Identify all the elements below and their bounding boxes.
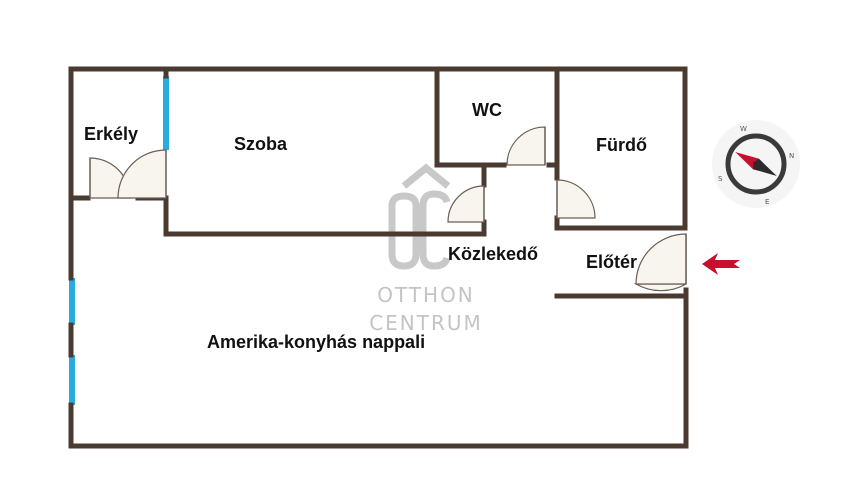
- door-balcony: [89, 149, 167, 199]
- walls: [68, 66, 689, 449]
- watermark-line1: OTTHON: [377, 283, 475, 307]
- door-bathroom: [556, 179, 596, 219]
- compass-n: N: [789, 152, 794, 160]
- door-entrance: [633, 233, 687, 292]
- room-label-furdo: Fürdő: [596, 135, 647, 155]
- watermark-line2: CENTRUM: [369, 311, 483, 335]
- compass-s: S: [718, 175, 723, 183]
- compass-e: E: [765, 198, 769, 206]
- room-label-wc: WC: [472, 100, 502, 120]
- doors: [89, 126, 687, 292]
- windows: [69, 76, 169, 405]
- compass-icon: N E S W: [712, 120, 800, 208]
- room-label-szoba: Szoba: [234, 134, 288, 154]
- door-wc: [506, 126, 546, 166]
- room-label-eloter: Előtér: [586, 252, 637, 272]
- watermark-logo: [388, 163, 451, 270]
- door-room: [447, 185, 485, 223]
- entrance-arrow-icon: [702, 253, 740, 275]
- room-label-nappali: Amerika-konyhás nappali: [207, 332, 425, 352]
- room-label-erkely: Erkély: [84, 124, 138, 144]
- room-label-kozlekedo: Közlekedő: [448, 244, 538, 264]
- compass-w: W: [740, 125, 747, 133]
- watermark: OTTHON CENTRUM: [369, 163, 483, 335]
